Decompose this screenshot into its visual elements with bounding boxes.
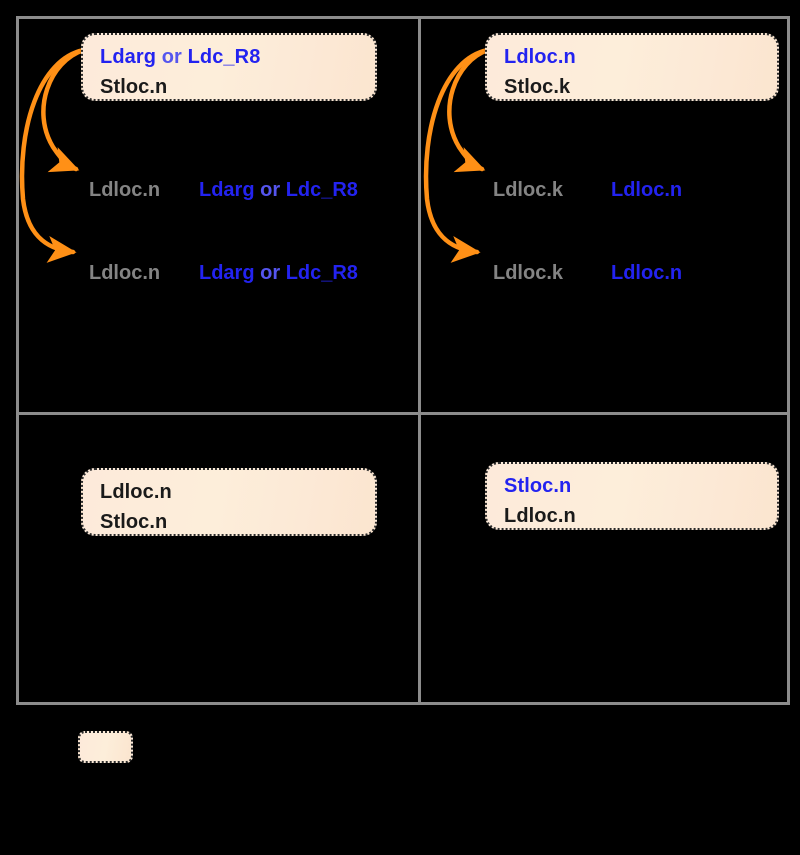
code-token-ldarg: Ldarg [100, 46, 157, 68]
row-1-rhs-or: or [254, 179, 286, 201]
row-1-rhs-ldc-r8: Ldc_R8 [285, 179, 358, 201]
code-token-or: or [156, 46, 188, 68]
row-1-lhs: Ldloc.n [89, 179, 161, 201]
row-1-rhs-ldarg: Ldarg [199, 179, 255, 201]
row-2-rhs: Ldloc.n [611, 262, 683, 284]
code-box-bottom-right: Stloc.n Ldloc.n [485, 462, 779, 530]
panel-top-left: Ldarg or Ldc_R8 Stloc.n Ldloc.n Ldarg or … [19, 19, 418, 412]
row-2-rhs-ldarg: Ldarg [199, 262, 255, 284]
row-2-lhs: Ldloc.k [493, 262, 564, 284]
code-line-1: Ldarg or Ldc_R8 [100, 42, 375, 72]
instruction-row-1: Ldloc.n Ldarg or Ldc_R8 [89, 178, 358, 202]
legend-swatch [78, 731, 133, 763]
code-box-top-left: Ldarg or Ldc_R8 Stloc.n [81, 33, 377, 101]
instruction-row-2: Ldloc.n Ldarg or Ldc_R8 [89, 261, 358, 285]
grid-vertical-divider [418, 19, 421, 702]
code-line-1: Stloc.n [504, 475, 572, 497]
row-2-rhs-or: or [254, 262, 286, 284]
row-2-rhs-ldc-r8: Ldc_R8 [285, 262, 358, 284]
arrow-to-row-1 [447, 47, 491, 173]
row-2-lhs: Ldloc.n [89, 262, 161, 284]
code-line-1: Ldloc.n [504, 46, 576, 68]
code-line-1: Ldloc.n [100, 481, 172, 503]
panel-bottom-right: Stloc.n Ldloc.n [421, 415, 790, 705]
arrow-to-row-2 [19, 47, 87, 263]
grid-horizontal-divider [19, 412, 787, 415]
code-token-ldc-r8: Ldc_R8 [187, 46, 261, 68]
code-line-2: Stloc.k [504, 76, 571, 98]
code-line-2: Stloc.n [100, 511, 168, 533]
row-1-rhs: Ldloc.n [611, 179, 683, 201]
code-box-top-right: Ldloc.n Stloc.k [485, 33, 779, 101]
code-line-2: Stloc.n [100, 76, 168, 98]
row-1-lhs: Ldloc.k [493, 179, 564, 201]
arrow-to-row-1 [41, 47, 87, 173]
panel-grid: Ldarg or Ldc_R8 Stloc.n Ldloc.n Ldarg or … [16, 16, 790, 705]
panel-bottom-left: Ldloc.n Stloc.n [19, 415, 418, 705]
instruction-row-2: Ldloc.k Ldloc.n [493, 261, 682, 285]
instruction-row-1: Ldloc.k Ldloc.n [493, 178, 682, 202]
code-box-bottom-left: Ldloc.n Stloc.n [81, 468, 377, 536]
code-line-2: Ldloc.n [504, 505, 576, 527]
arrow-to-row-2 [423, 47, 491, 263]
